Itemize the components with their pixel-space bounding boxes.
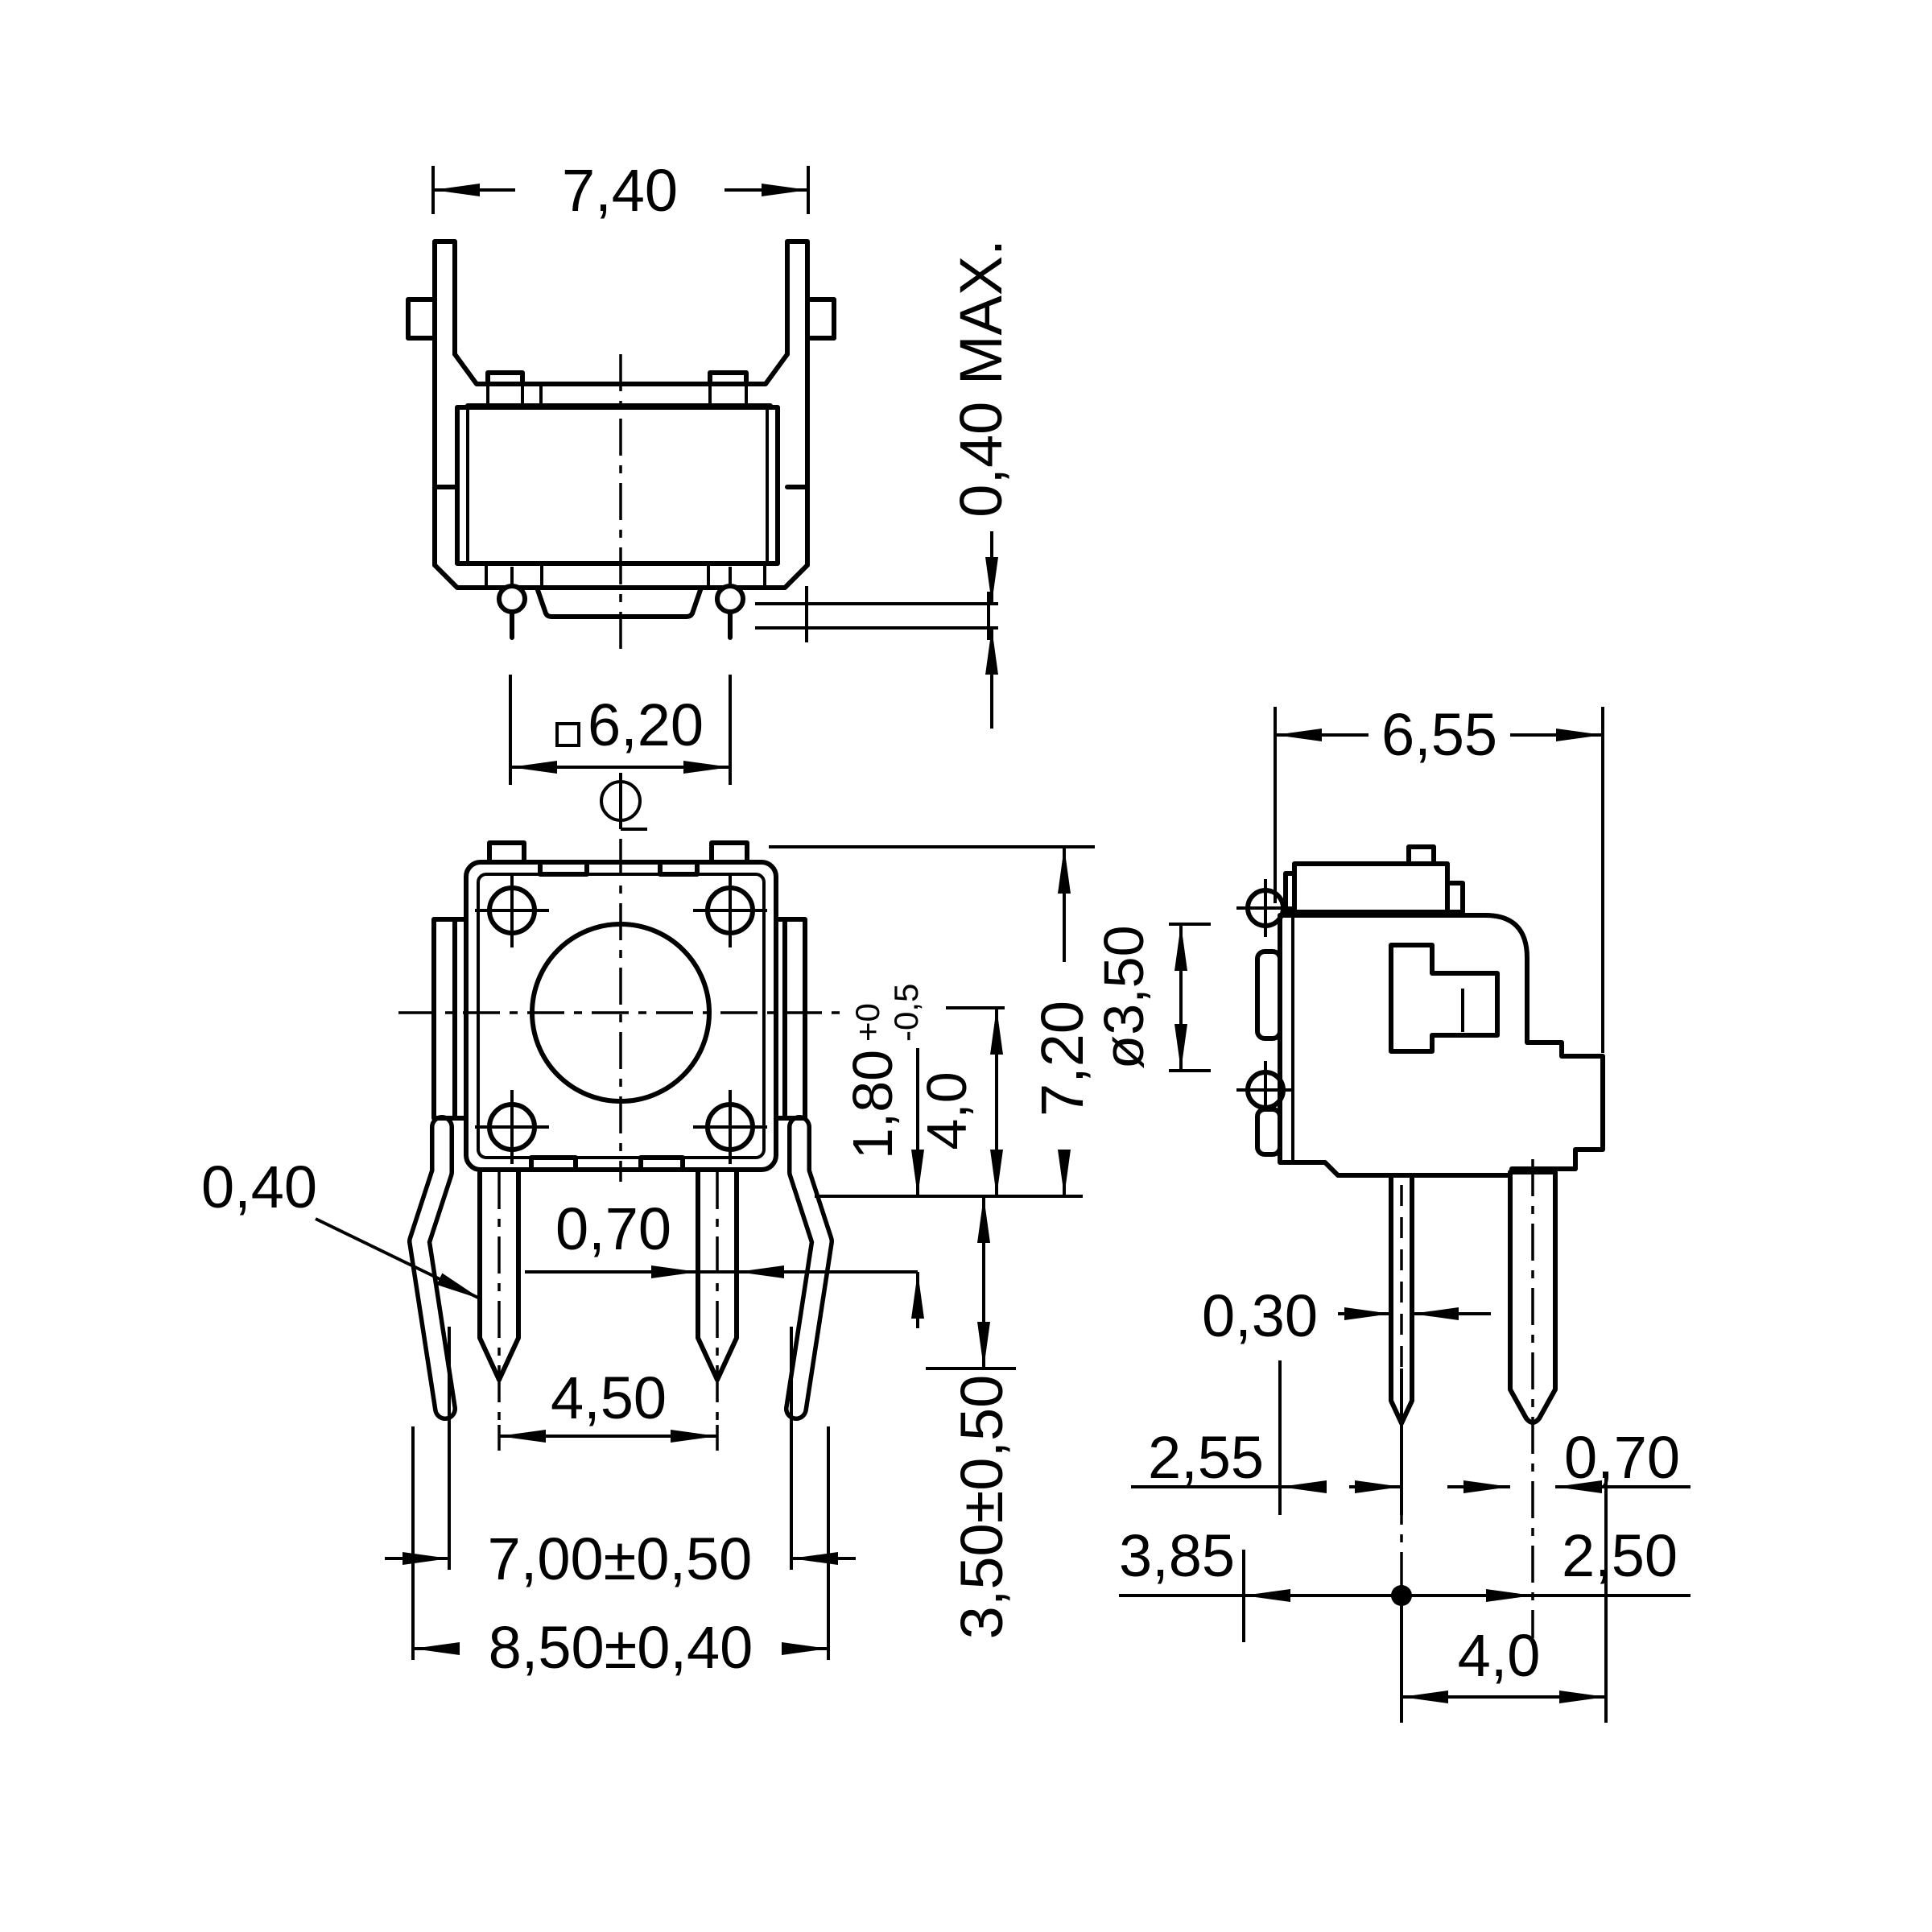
dim-edge-to-pin: 2,55 — [1148, 1424, 1264, 1491]
dim-body-width: 6,20 — [588, 691, 704, 758]
rivet-top-right — [693, 873, 767, 947]
bracket-right-arm — [785, 239, 810, 568]
dim-standoff-tol-minus: -0,5 — [887, 984, 925, 1042]
dim-left-offset: 3,85 — [1119, 1522, 1235, 1589]
leader-040 — [315, 1217, 482, 1301]
rivet-bottom-left — [475, 1090, 549, 1164]
dim-standoff: 1,80 +0 -0,5 — [841, 984, 925, 1160]
ledge-dividers — [486, 384, 748, 406]
dim-pin-thickness: 0,30 — [1202, 1282, 1318, 1349]
rivet-bottom-right — [693, 1090, 767, 1164]
dim-standoff-tol-plus: +0 — [848, 1003, 886, 1042]
dim-leg-span: 7,00±0,50 — [488, 1525, 753, 1592]
datum-dot — [1391, 1585, 1412, 1606]
plan-view — [398, 839, 842, 1421]
body-edge-left — [431, 917, 469, 1121]
dim-leg-thickness: 0,40 — [201, 1154, 317, 1220]
dim-pin-pitch: 4,50 — [551, 1364, 667, 1431]
dim-850-ext — [411, 1426, 830, 1660]
ledge-tab-right — [708, 370, 749, 386]
foot-pin-left — [497, 584, 527, 614]
dim-hole-pitch: 4,0 — [1458, 1622, 1541, 1689]
plan-view-dimensions: 0,40 0,70 4,50 7,00±0,50 8,50±0,40 3,50±… — [201, 845, 1096, 1681]
square-symbol — [555, 722, 580, 747]
bracket-bottom — [432, 563, 810, 590]
seating-plane-lines — [755, 586, 998, 642]
dim-700-ext — [448, 1327, 793, 1570]
front-view-dimensions: 7,40 6,20 0,40 MAX. — [431, 157, 1014, 785]
side-tab-upper — [1255, 949, 1282, 1041]
foot-pin-right — [715, 584, 745, 614]
centerline-symbol — [600, 773, 647, 831]
centerline-L-icon — [619, 773, 647, 831]
dim-depth: 6,55 — [1381, 701, 1497, 768]
body-edge-right — [774, 917, 807, 1121]
bracket-right-tab — [805, 297, 836, 341]
dim-center-to-base: 4,0 — [915, 1071, 978, 1150]
bracket-leg-left-inner — [411, 1119, 453, 1417]
ledge-tab-left — [485, 370, 525, 386]
bracket-leg-right-inner — [788, 1119, 830, 1417]
dim-seating-gap: 0,40 MAX. — [947, 239, 1014, 518]
dim-pin-length: 3,50±0,50 — [948, 1375, 1015, 1640]
dim-pin-spacing: 2,50 — [1562, 1522, 1678, 1589]
cap-bottom-notches — [529, 1155, 685, 1172]
side-button-cap — [1292, 861, 1450, 914]
side-view — [1236, 844, 1605, 1638]
body-side-walls — [466, 407, 769, 564]
bracket-left-tab — [406, 297, 437, 341]
stem-front — [535, 585, 704, 619]
side-button-details — [1283, 844, 1465, 914]
cap-top-notches — [538, 860, 700, 877]
side-contact-block — [1389, 943, 1500, 1054]
foot-stems — [510, 609, 733, 640]
side-body-outline — [1278, 913, 1605, 1178]
side-tab-lower — [1255, 1107, 1282, 1157]
bracket-left-arm — [432, 239, 457, 568]
dim-back-pin-width: 0,70 — [1564, 1424, 1680, 1491]
dim-button-diameter: ø3,50 — [1092, 926, 1155, 1070]
side-view-dimensions: 6,55 ø3,50 0,30 2,55 0,70 3,85 2,50 4,0 — [1092, 701, 1690, 1723]
front-view — [406, 239, 998, 656]
rivet-top-left — [475, 873, 549, 947]
dim-overall-span: 8,50±0,40 — [489, 1614, 753, 1681]
switch-body-front — [455, 405, 780, 566]
dim-bracket-width: 7,40 — [562, 157, 678, 224]
pin-centerlines — [497, 1172, 719, 1421]
dim-pin-width: 0,70 — [555, 1195, 671, 1262]
dim-standoff-main: 1,80 — [841, 1050, 904, 1159]
dim-dia350-ext — [1169, 923, 1211, 1072]
bottom-ribs — [485, 564, 766, 588]
dim-body-height: 7,20 — [1029, 1001, 1096, 1117]
cap-top-tabs — [487, 840, 749, 865]
